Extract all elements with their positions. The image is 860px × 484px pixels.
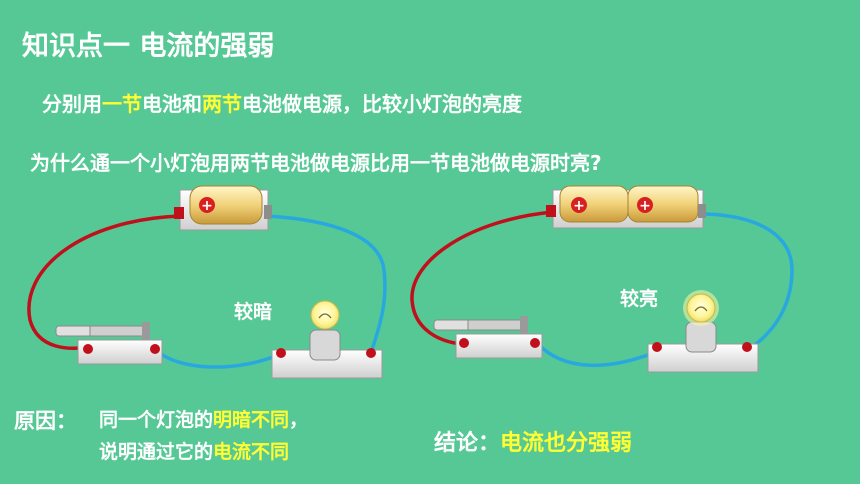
reason-line-2: 说明通过它的电流不同 <box>99 436 308 468</box>
reason-line1-highlight: 明暗不同 <box>213 409 290 431</box>
blue-wire-left-top <box>267 214 387 351</box>
circuit-right: + + <box>410 185 794 373</box>
bulb-label-dim: 较暗 <box>234 301 273 323</box>
task-suffix: 电池做电源，比较小灯泡的亮度 <box>242 92 522 116</box>
reason-line1-prefix: 同一个灯泡的 <box>99 409 214 431</box>
reason-line2-prefix: 说明通过它的 <box>99 441 214 463</box>
battery-holder-right: + + <box>546 185 706 229</box>
bulb-left <box>271 300 383 379</box>
task-and: 电池和 <box>142 92 202 116</box>
blue-wire-left-bottom <box>154 348 281 369</box>
task-instruction: 分别用一节电池和两节电池做电源，比较小灯泡的亮度 <box>42 88 522 117</box>
task-prefix: 分别用 <box>42 92 102 116</box>
svg-text:+: + <box>201 198 213 214</box>
question-text: 为什么通一个小灯泡用两节电池做电源比用一节电池做电源时亮? <box>30 151 602 175</box>
plus-sign-icon <box>199 197 215 213</box>
task-one-cell: 一节 <box>102 92 142 116</box>
reason-line1-suffix: ， <box>289 409 309 431</box>
conclusion-label: 结论： <box>434 431 501 456</box>
bulb-label-bright: 较亮 <box>620 288 659 310</box>
knife-switch-left <box>55 322 163 365</box>
circuit-left: + <box>27 185 387 379</box>
bulb-right <box>647 290 759 373</box>
task-two-cells: 两节 <box>202 92 242 116</box>
svg-text:+: + <box>639 198 651 214</box>
battery-holder-left: + <box>174 185 272 231</box>
plus-sign-icon <box>637 197 653 213</box>
knife-switch-right <box>433 316 543 359</box>
red-wire-left <box>27 214 181 350</box>
svg-text:+: + <box>573 198 585 214</box>
red-wire-right <box>410 210 554 346</box>
reason-line2-highlight: 电流不同 <box>213 441 290 463</box>
conclusion: 结论：电流也分强弱 <box>434 425 632 457</box>
blue-wire-right-bottom <box>536 342 657 367</box>
conclusion-text: 电流也分强弱 <box>500 431 633 456</box>
reason-line-1: 同一个灯泡的明暗不同， <box>99 404 308 436</box>
reason-label: 原因： <box>14 409 77 433</box>
plus-sign-icon <box>571 197 587 213</box>
blue-wire-right-top <box>705 212 794 352</box>
reason-text: 同一个灯泡的明暗不同， 说明通过它的电流不同 <box>99 404 308 468</box>
page-title: 知识点一 电流的强弱 <box>22 31 275 62</box>
